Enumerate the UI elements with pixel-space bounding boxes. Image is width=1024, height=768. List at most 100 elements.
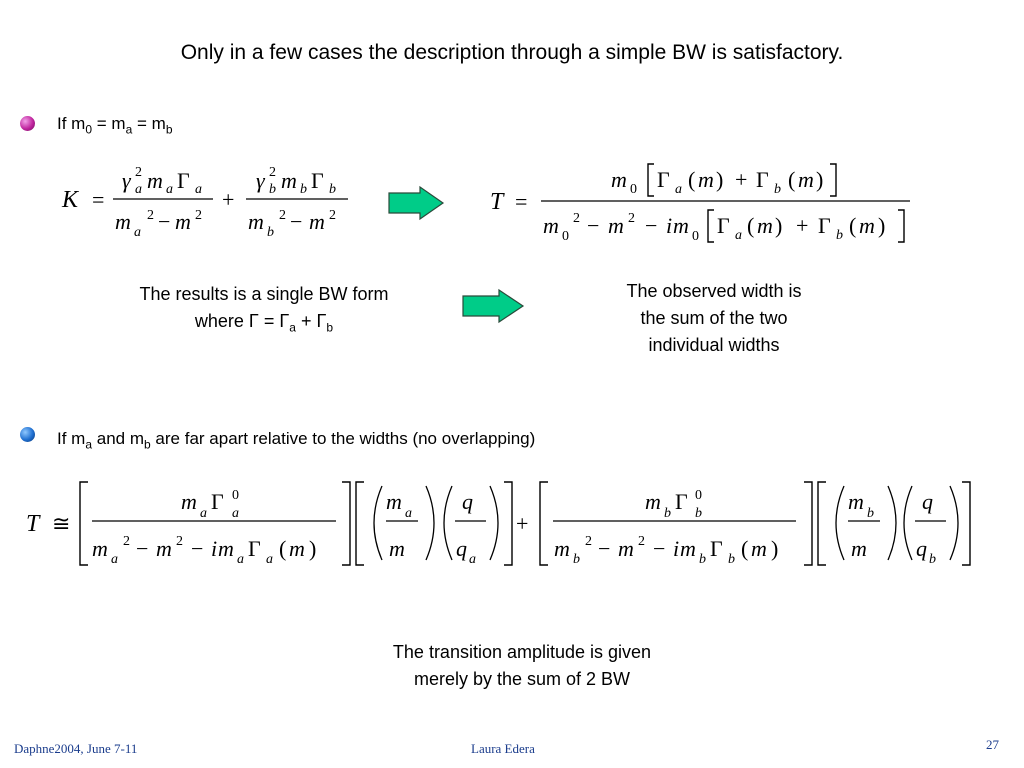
- svg-text:2: 2: [147, 208, 154, 223]
- svg-text:(: (: [279, 536, 286, 561]
- svg-text:−: −: [290, 209, 302, 234]
- svg-text:a: a: [135, 182, 142, 197]
- svg-text:q: q: [462, 489, 473, 514]
- svg-text:0: 0: [692, 229, 699, 244]
- svg-text:Γ: Γ: [710, 536, 723, 561]
- page-number: 27: [986, 737, 999, 752]
- slide-title: Only in a few cases the description thro…: [180, 41, 844, 64]
- svg-text:): ): [309, 536, 316, 561]
- svg-text:+: +: [516, 511, 528, 536]
- svg-text:a: a: [111, 552, 118, 567]
- svg-text:=: =: [515, 189, 527, 214]
- svg-text:Γ: Γ: [717, 213, 730, 238]
- note-single-bw: The results is a single BW form where Γ …: [139, 284, 389, 335]
- svg-text:): ): [771, 536, 778, 561]
- svg-text:b: b: [867, 506, 874, 521]
- svg-text:i: i: [211, 536, 217, 561]
- svg-text:i: i: [673, 536, 679, 561]
- k-formula: K = γ 2 a m a Γ a m a 2 − m 2 + γ 2 b m …: [61, 165, 348, 240]
- svg-text:T: T: [490, 189, 505, 215]
- svg-text:2: 2: [269, 165, 276, 180]
- svg-text:+: +: [222, 187, 234, 212]
- svg-text:−: −: [191, 536, 203, 561]
- svg-text:i: i: [666, 213, 672, 238]
- svg-text:): ): [716, 167, 723, 192]
- svg-text:(: (: [747, 213, 754, 238]
- svg-text:a: a: [735, 228, 742, 243]
- svg-text:b: b: [269, 182, 276, 197]
- svg-text:(: (: [741, 536, 748, 561]
- svg-text:b: b: [329, 182, 336, 197]
- svg-text:m: m: [175, 209, 191, 234]
- svg-text:Γ: Γ: [657, 167, 670, 192]
- svg-text:−: −: [587, 213, 599, 238]
- svg-text:q: q: [916, 536, 927, 561]
- svg-text:a: a: [675, 182, 682, 197]
- svg-text:m: m: [115, 209, 131, 234]
- svg-text:2: 2: [176, 534, 183, 549]
- svg-text:+: +: [796, 213, 808, 238]
- svg-text:a: a: [166, 182, 173, 197]
- svg-text:m: m: [618, 536, 634, 561]
- svg-text:−: −: [158, 209, 170, 234]
- t-formula: T = m 0 Γ a ( m ) + Γ b ( m ) m 0 2 − m …: [490, 163, 910, 244]
- svg-text:m: m: [281, 168, 297, 193]
- svg-text:m: m: [248, 209, 264, 234]
- svg-text:m: m: [543, 213, 559, 238]
- svg-text:T: T: [26, 511, 41, 537]
- svg-text:m: m: [608, 213, 624, 238]
- svg-text:2: 2: [573, 211, 580, 226]
- svg-text:b: b: [573, 552, 580, 567]
- bullet-1-text: If m0 = ma = mb: [57, 114, 173, 137]
- svg-text:b: b: [300, 182, 307, 197]
- svg-text:m: m: [851, 536, 867, 561]
- t2-formula: T ≅ m a Γ 0 a m a 2 − m 2 − i m a Γ a ( …: [26, 481, 971, 567]
- svg-text:m: m: [389, 536, 405, 561]
- svg-text:b: b: [774, 182, 781, 197]
- svg-text:m: m: [289, 536, 305, 561]
- svg-text:b: b: [728, 552, 735, 567]
- svg-text:K: K: [61, 187, 80, 213]
- svg-text:b: b: [695, 506, 702, 521]
- svg-text:2: 2: [195, 208, 202, 223]
- svg-text:Γ: Γ: [756, 167, 769, 192]
- svg-text:2: 2: [123, 534, 130, 549]
- arrow-right-icon: [388, 185, 445, 221]
- svg-text:m: m: [554, 536, 570, 561]
- svg-text:m: m: [386, 489, 402, 514]
- svg-text:m: m: [859, 213, 875, 238]
- footer-author: Laura Edera: [471, 741, 535, 756]
- svg-text:q: q: [456, 536, 467, 561]
- svg-text:a: a: [237, 552, 244, 567]
- svg-text:0: 0: [562, 229, 569, 244]
- svg-text:−: −: [653, 536, 665, 561]
- svg-text:2: 2: [628, 211, 635, 226]
- svg-text:=: =: [92, 187, 104, 212]
- svg-text:2: 2: [279, 208, 286, 223]
- svg-text:b: b: [836, 228, 843, 243]
- svg-text:(: (: [788, 167, 795, 192]
- svg-text:0: 0: [232, 488, 239, 503]
- svg-text:b: b: [664, 506, 671, 521]
- svg-text:γ: γ: [256, 168, 266, 193]
- svg-text:2: 2: [329, 208, 336, 223]
- bullet-icon: [20, 427, 35, 442]
- svg-text:+: +: [735, 167, 747, 192]
- svg-text:−: −: [598, 536, 610, 561]
- svg-text:m: m: [751, 536, 767, 561]
- svg-text:): ): [816, 167, 823, 192]
- svg-text:m: m: [673, 213, 689, 238]
- svg-text:Γ: Γ: [311, 168, 324, 193]
- svg-text:a: a: [232, 506, 239, 521]
- svg-text:m: m: [798, 167, 814, 192]
- svg-text:Γ: Γ: [211, 489, 224, 514]
- svg-text:b: b: [699, 552, 706, 567]
- svg-text:2: 2: [585, 534, 592, 549]
- svg-text:Γ: Γ: [177, 168, 190, 193]
- svg-text:Γ: Γ: [675, 489, 688, 514]
- svg-text:m: m: [698, 167, 714, 192]
- svg-text:0: 0: [695, 488, 702, 503]
- svg-text:a: a: [195, 182, 202, 197]
- svg-text:(: (: [849, 213, 856, 238]
- svg-text:m: m: [757, 213, 773, 238]
